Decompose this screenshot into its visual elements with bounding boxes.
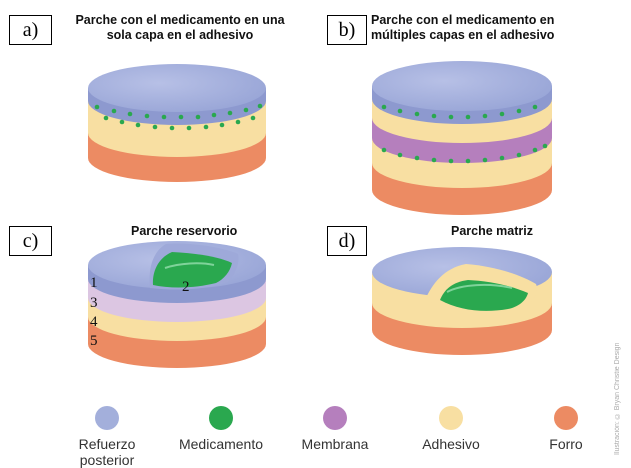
layer-number-3: 3	[90, 295, 98, 311]
panel-a-caption: Parche con el medicamento en una sola ca…	[60, 13, 300, 43]
panel-d-caption: Parche matriz	[451, 224, 533, 238]
drug-dots-a	[94, 103, 263, 131]
illustration-credit: Ilustración: © Bryan Christie Design	[614, 342, 621, 455]
panel-a-caption-line2: sola capa en el adhesivo	[106, 28, 254, 42]
legend-swatch-drug	[209, 406, 233, 430]
legend-swatch-membrane	[323, 406, 347, 430]
panel-b-label: b)	[327, 15, 367, 45]
patch-d	[372, 247, 552, 355]
patch-c: 1 2 3 4 5	[88, 241, 266, 368]
legend-swatch-liner	[554, 406, 578, 430]
legend-swatch-backing	[95, 406, 119, 430]
legend-label-backing: Refuerzo posterior	[62, 436, 152, 468]
panel-c-caption: Parche reservorio	[131, 224, 238, 238]
legend-label-backing-line1: Refuerzo	[78, 436, 136, 452]
panel-b-caption: Parche con el medicamento en múltiples c…	[371, 13, 554, 43]
legend-label-backing-line2: posterior	[79, 452, 135, 468]
legend-swatches	[95, 406, 578, 430]
layer-numbers: 1 2 3 4 5	[90, 275, 190, 349]
panel-c-label: c)	[9, 226, 52, 256]
layer-number-2: 2	[182, 279, 190, 295]
panel-d-label: d)	[327, 226, 367, 256]
patch-a	[88, 64, 266, 182]
layer-number-4: 4	[90, 314, 98, 330]
legend-label-liner: Forro	[549, 436, 583, 452]
legend-label-drug: Medicamento	[178, 436, 264, 452]
layer-number-5: 5	[90, 333, 98, 349]
legend-label-membrane: Membrana	[301, 436, 369, 452]
patch-b	[372, 61, 552, 215]
drug-dots-b-lower	[381, 143, 548, 164]
layer-number-1: 1	[90, 275, 98, 291]
drug-dots-b-upper	[381, 104, 538, 120]
panel-a-label: a)	[9, 15, 52, 45]
panel-b-caption-line1: Parche con el medicamento en	[371, 13, 555, 27]
legend-label-adhesive: Adhesivo	[422, 436, 480, 452]
legend-swatch-adhesive	[439, 406, 463, 430]
panel-b-caption-line2: múltiples capas en el adhesivo	[371, 28, 555, 42]
panel-a-caption-line1: Parche con el medicamento en una	[75, 13, 285, 27]
